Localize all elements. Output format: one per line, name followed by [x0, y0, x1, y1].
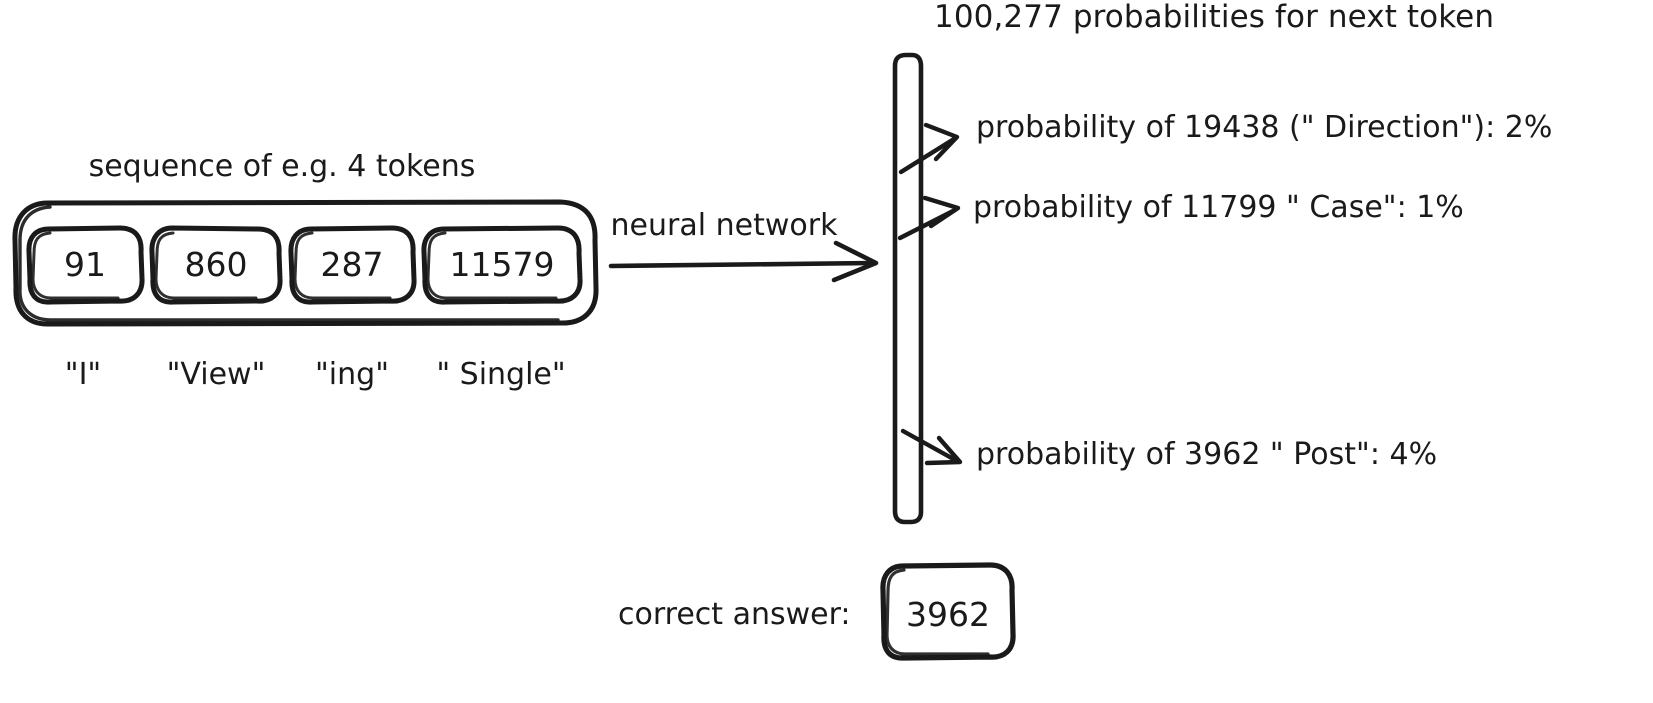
- token-id-2: 860: [184, 245, 248, 284]
- neural-network-label: neural network: [610, 208, 838, 243]
- sequence-caption: sequence of e.g. 4 tokens: [88, 149, 476, 184]
- token-text-4: " Single": [436, 357, 566, 392]
- neural-network-arrow-shaft: [608, 260, 876, 269]
- output-heading: 100,277 probabilities for next token: [934, 0, 1495, 35]
- probability-label-3: probability of 3962 " Post": 4%: [976, 437, 1438, 472]
- probability-arrow-1-head: [923, 122, 960, 162]
- correct-answer-caption: correct answer:: [618, 597, 851, 632]
- token-id-4: 11579: [449, 245, 555, 284]
- token-text-2: "View": [166, 357, 266, 392]
- probability-arrow-1: [898, 136, 957, 175]
- token-text-1: "I": [64, 357, 102, 392]
- correct-answer-value: 3962: [906, 595, 990, 634]
- neural-network-arrow-head: [831, 240, 879, 283]
- probability-arrow-2-head: [922, 195, 961, 229]
- token-id-1: 91: [64, 245, 106, 284]
- probability-arrow-2: [897, 207, 958, 241]
- token-text-3: "ing": [315, 357, 389, 392]
- probability-label-1: probability of 19438 (" Direction"): 2%: [976, 110, 1553, 145]
- probability-vector-bar: [892, 52, 924, 525]
- probability-arrow-3: [900, 428, 960, 464]
- probability-label-2: probability of 11799 " Case": 1%: [973, 190, 1464, 225]
- probability-arrow-3-head: [924, 435, 963, 466]
- token-id-3: 287: [320, 245, 384, 284]
